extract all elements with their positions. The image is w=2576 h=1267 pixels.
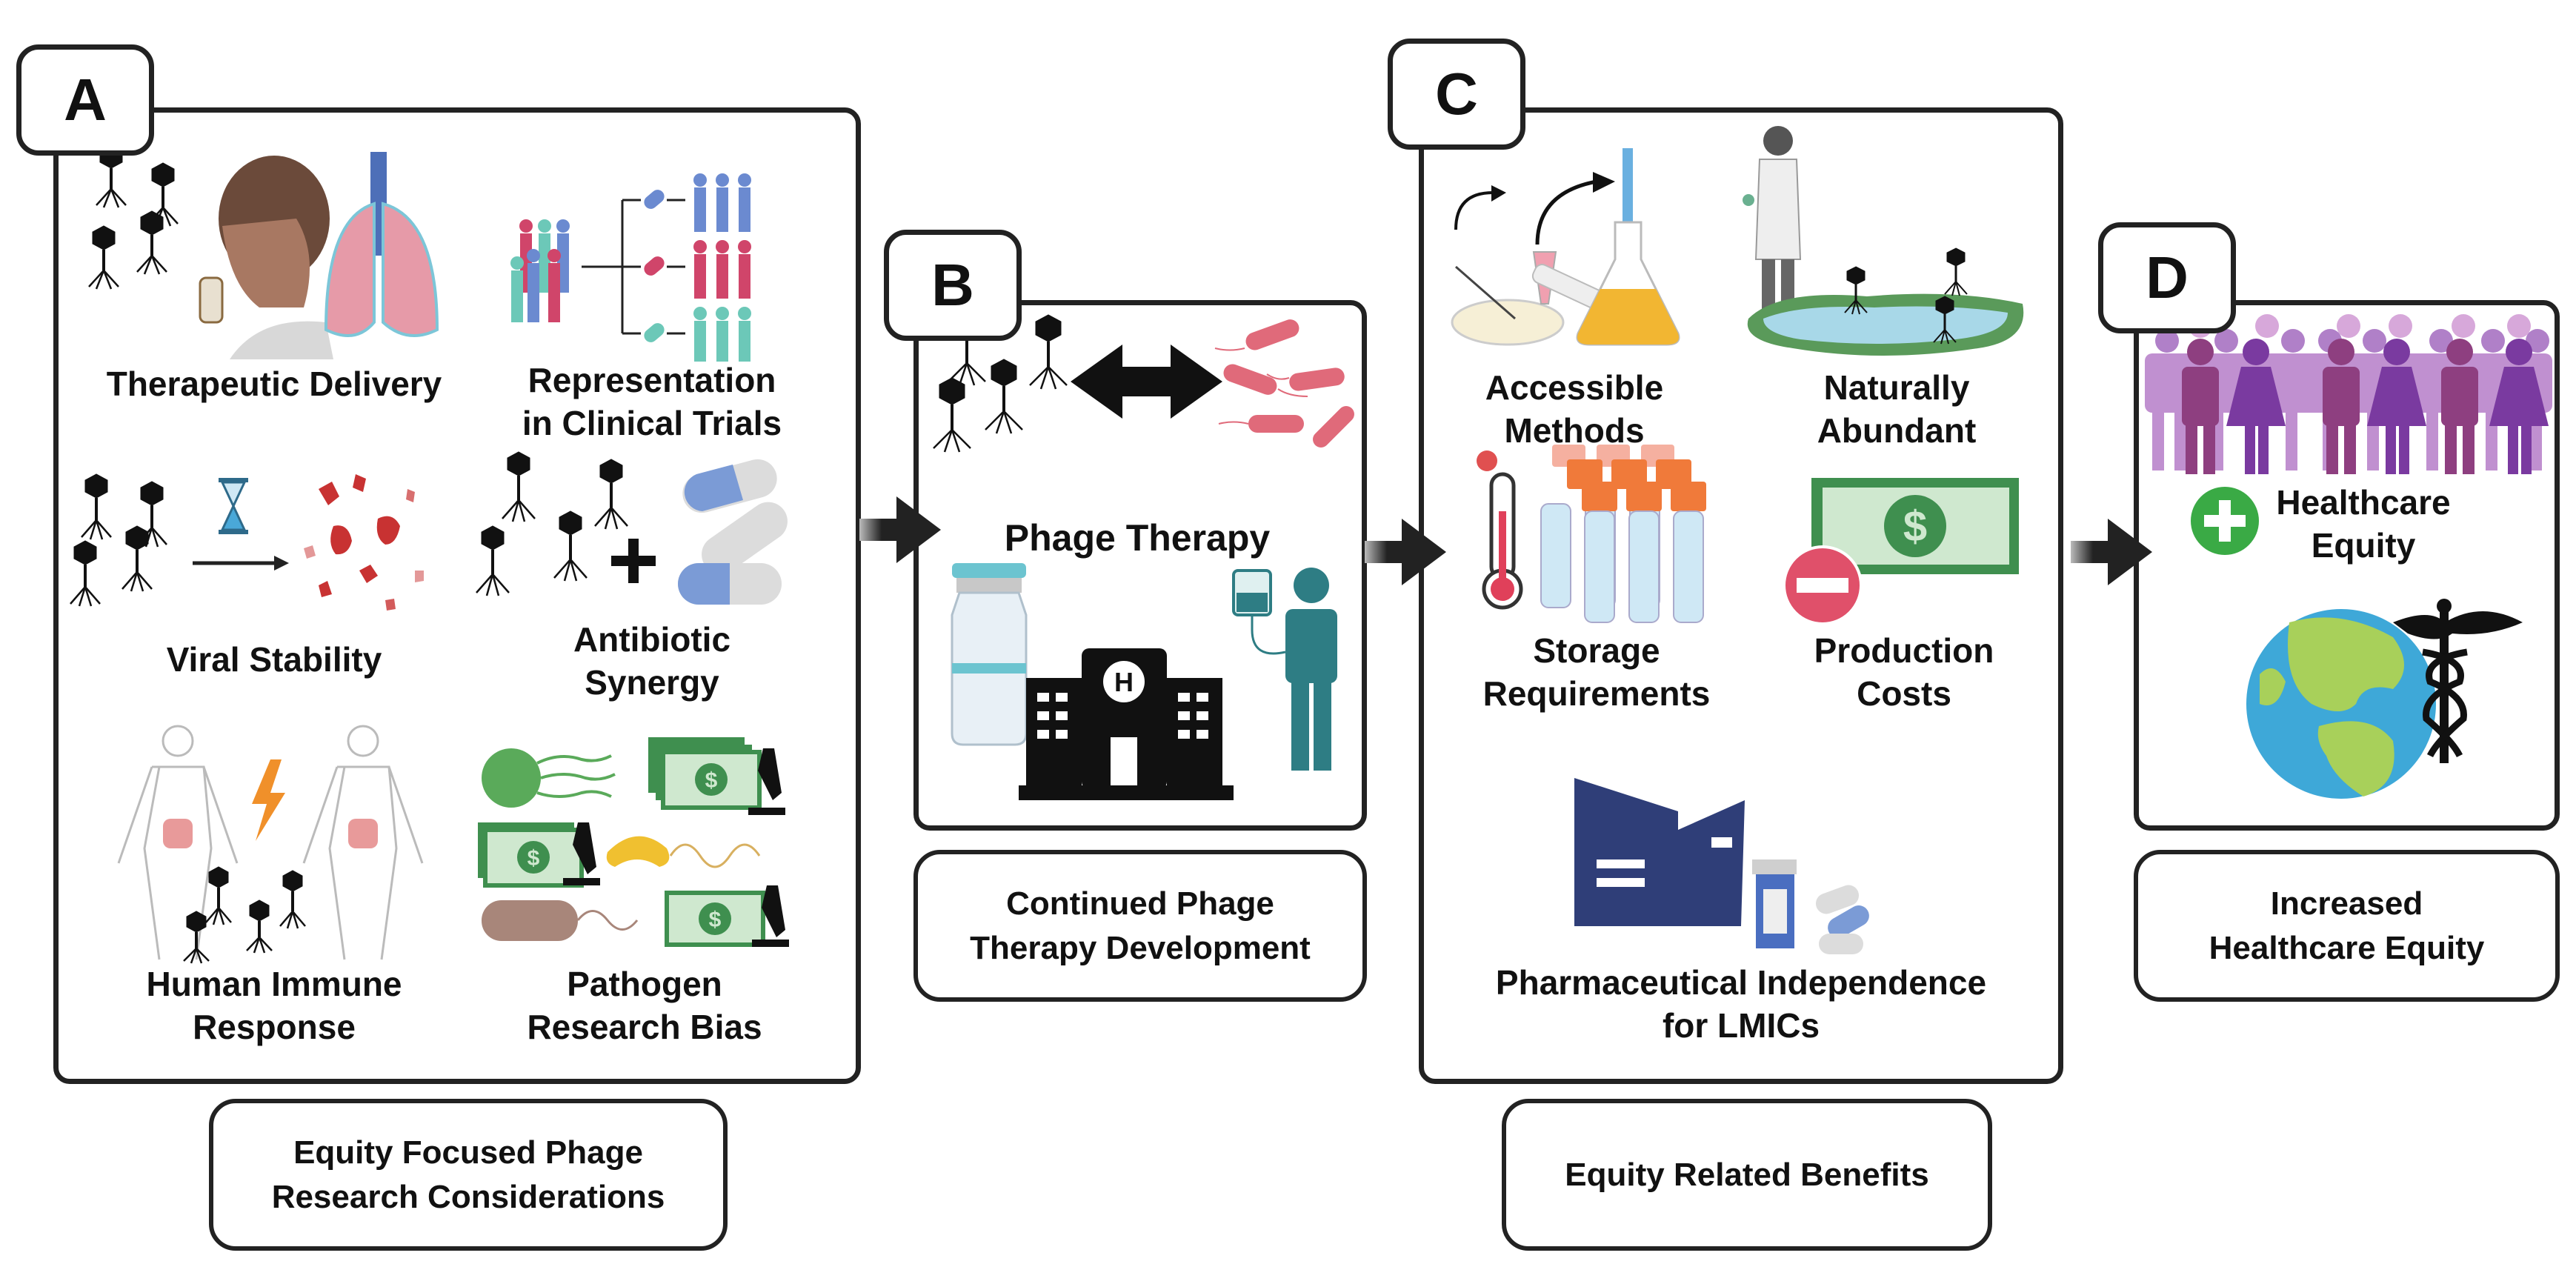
hourglass-icon <box>219 478 248 534</box>
diverse-trial-groups-icon <box>510 173 793 362</box>
plus-circle-icon <box>2189 485 2260 556</box>
sun-icon <box>1477 450 1497 471</box>
money-icon: $ <box>478 822 584 888</box>
microscope-icon <box>748 748 785 815</box>
crowd-icon <box>2145 307 2552 478</box>
svg-text:$: $ <box>527 846 540 871</box>
scientist-pond-phage-icon <box>1734 119 2030 363</box>
svg-text:$: $ <box>1903 502 1927 551</box>
pill-bottle-icon <box>1752 859 1797 948</box>
pill-icon <box>1815 885 1869 954</box>
human-bodies-phage-icon <box>117 722 445 967</box>
pathogen-research-bias-label: Pathogen Research Bias <box>527 965 762 1046</box>
phage-therapy-label: Phage Therapy <box>1004 517 1271 559</box>
antibiotic-synergy-label: Antibiotic Synergy <box>573 620 731 702</box>
inhaler-lungs-icon <box>81 137 452 359</box>
naturally-abundant-label: Naturally Abundant <box>1817 368 1977 450</box>
lightning-icon <box>252 759 285 841</box>
svg-text:$: $ <box>705 768 718 793</box>
thermometer-icon <box>1482 472 1523 610</box>
panel-d-tab: D <box>2098 222 2236 333</box>
money-minus-icon: $ <box>1782 474 2026 630</box>
production-costs-label: Production Costs <box>1814 631 1994 713</box>
panel-d-caption: Increased Healthcare Equity <box>2134 850 2560 1002</box>
scientist-icon <box>1743 126 1802 311</box>
plus-icon <box>611 539 656 583</box>
microscope-icon <box>752 885 789 947</box>
phage-hourglass-decay-icon <box>67 459 452 630</box>
hospital-icon: H <box>1019 648 1234 800</box>
minus-circle-icon <box>1783 545 1863 625</box>
money-icon: $ <box>665 891 765 947</box>
factory-pill-bottle-icon <box>1563 778 1919 956</box>
svg-text:H: H <box>1114 667 1134 697</box>
representation-clinical-trials-label: Representation in Clinical Trials <box>522 361 782 442</box>
vial-icon <box>951 563 1028 746</box>
accessible-methods-label: Accessible Methods <box>1485 368 1664 450</box>
svg-text:$: $ <box>709 908 722 932</box>
thermometer-tubes-icon <box>1463 445 1730 630</box>
money-icon: $ <box>648 737 762 810</box>
pharmaceutical-independence-label: Pharmaceutical Independence for LMICs <box>1495 963 1987 1045</box>
caduceus-icon <box>2393 599 2523 763</box>
storage-requirements-label: Storage Requirements <box>1482 631 1711 713</box>
viral-stability-label: Viral Stability <box>166 640 382 679</box>
bacteria-money-microscope-icon: $ $ $ <box>474 734 808 948</box>
flow-arrow-icon <box>859 496 941 563</box>
microscope-icon <box>563 822 600 885</box>
healthcare-equity-label: Healthcare Equity <box>2276 483 2451 565</box>
phage-plus-pills-icon <box>474 445 815 615</box>
flow-arrow-icon <box>2071 519 2152 585</box>
phage-icon <box>88 144 179 290</box>
mixed-crowd-icon <box>510 219 570 322</box>
therapeutic-delivery-label: Therapeutic Delivery <box>106 365 442 403</box>
tubes-icon <box>1540 445 1706 623</box>
flow-arrow-icon <box>1365 519 1446 585</box>
panel-c-caption: Equity Related Benefits <box>1502 1099 1992 1251</box>
iv-drip-icon <box>1232 569 1286 655</box>
panel-a-caption: Equity Focused Phage Research Considerat… <box>209 1099 728 1251</box>
globe-icon <box>2246 609 2436 799</box>
hospital-treatment-icon: H <box>937 563 1352 815</box>
globe-caduceus-icon <box>2245 593 2526 815</box>
factory-icon <box>1574 778 1745 926</box>
lab-culture-flask-icon <box>1441 148 1693 363</box>
pill-icon <box>678 459 788 605</box>
human-immune-response-label: Human Immune Response <box>146 965 402 1046</box>
double-arrow-icon <box>1071 345 1222 419</box>
panel-c-tab: C <box>1388 39 1525 150</box>
panel-b-caption: Continued Phage Therapy Development <box>913 850 1367 1002</box>
patient-icon <box>1285 568 1337 771</box>
panel-a-tab: A <box>16 44 154 156</box>
panel-b-tab: B <box>884 230 1022 341</box>
